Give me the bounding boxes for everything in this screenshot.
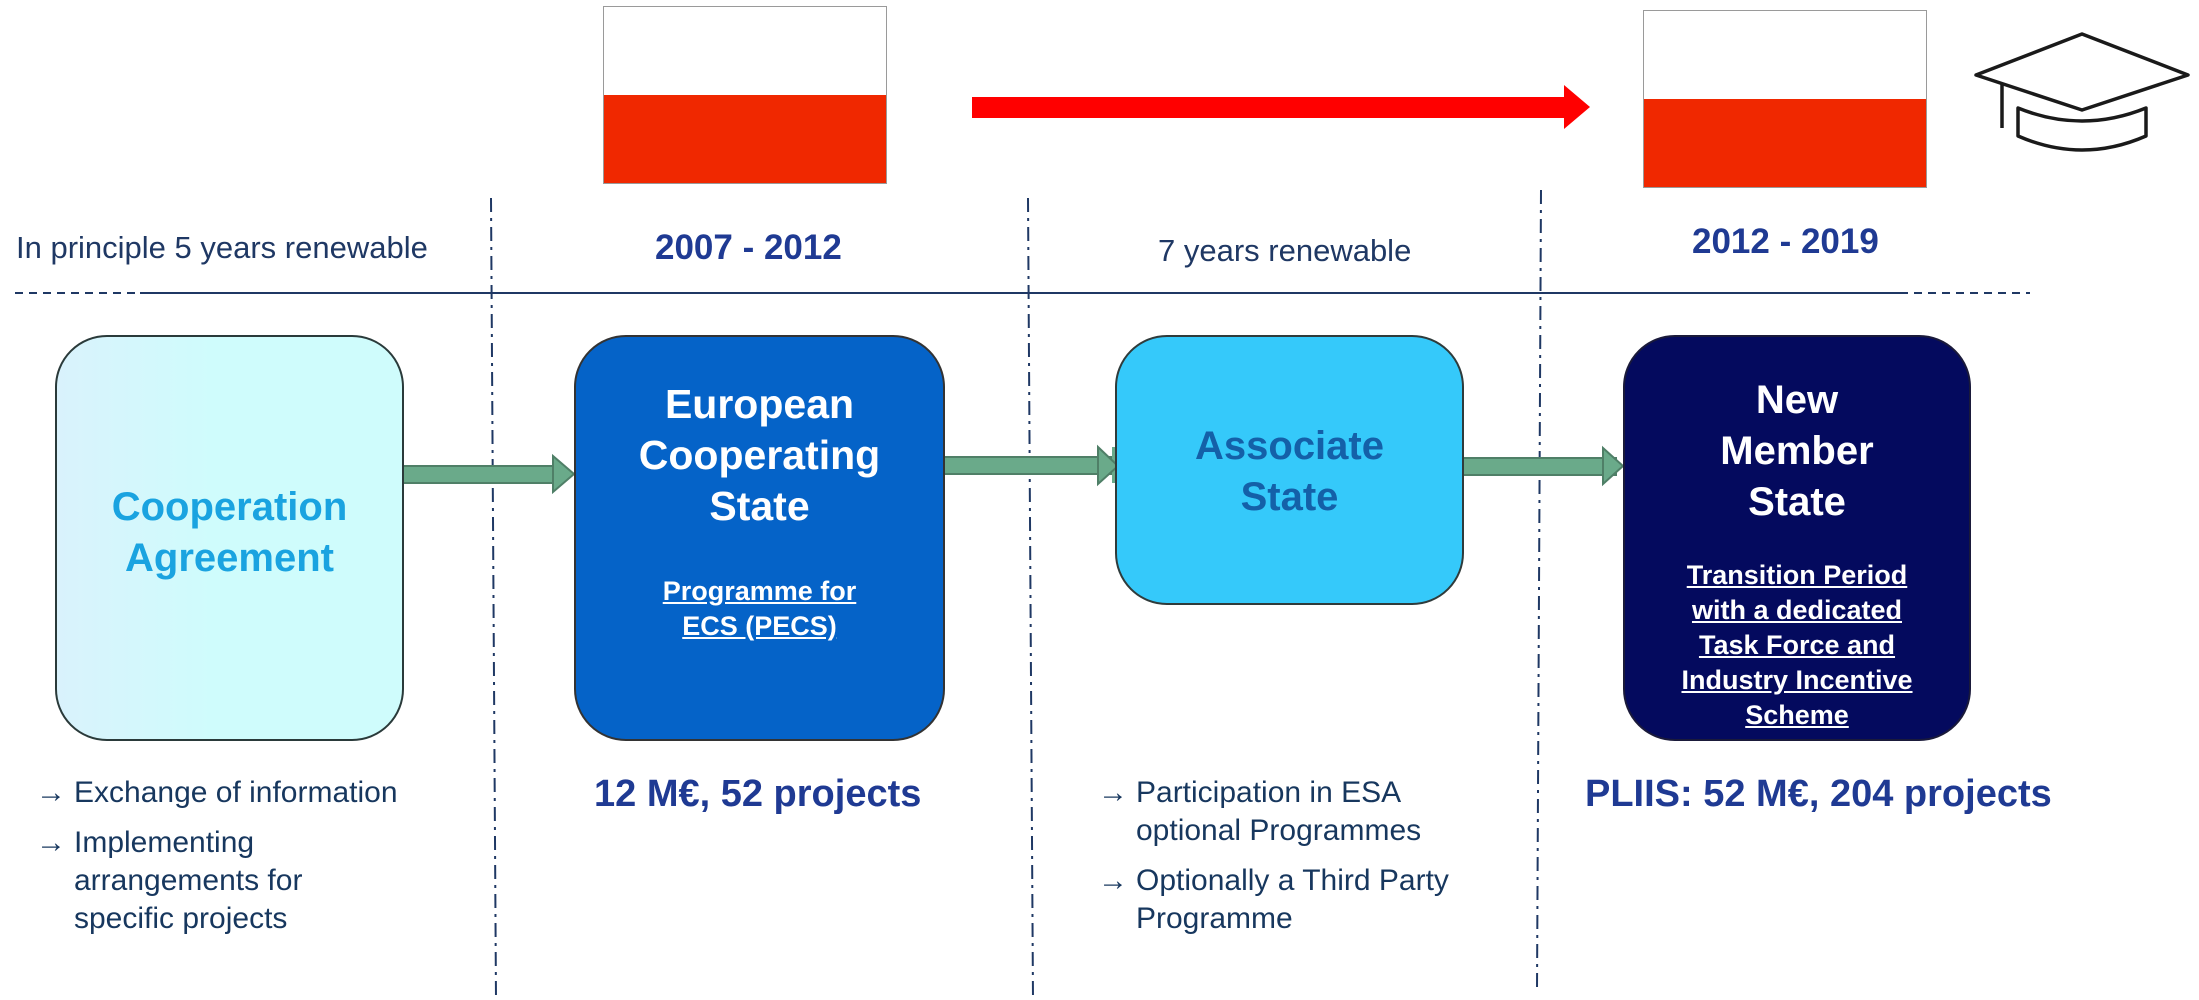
- list-item: → Implementing arrangements for specific…: [36, 824, 456, 938]
- arrow-bullet-icon: →: [1098, 776, 1128, 809]
- list-item: → Optionally a Third Party Programme: [1098, 862, 1518, 938]
- stage-title: Associate State: [1195, 424, 1384, 519]
- stage-subtitle-link[interactable]: Transition Period with a dedicated Task …: [1681, 560, 1913, 730]
- notes-col3: → Participation in ESA optional Programm…: [1098, 774, 1518, 950]
- connector-arrow-2: [943, 444, 1120, 487]
- column-separator-1: [490, 197, 497, 1000]
- note-text: Optionally a Third Party Programme: [1136, 864, 1449, 935]
- stage-subtitle-link[interactable]: Programme for ECS (PECS): [662, 576, 857, 641]
- column-separator-3: [1536, 189, 1542, 991]
- arrow-bullet-icon: →: [1098, 864, 1128, 897]
- column-separator-2: [1027, 197, 1034, 1000]
- header-col1: In principle 5 years renewable: [16, 230, 428, 265]
- stage-title: Cooperation Agreement: [111, 485, 348, 580]
- flag-icon: [1643, 10, 1927, 188]
- list-item: → Exchange of information: [36, 774, 456, 812]
- notes-col1: → Exchange of information → Implementing…: [36, 774, 456, 950]
- note-text: Exchange of information: [74, 776, 398, 809]
- arrow-bullet-icon: →: [36, 826, 66, 859]
- header-col3: 7 years renewable: [1158, 233, 1412, 268]
- flag-icon: [603, 6, 887, 184]
- graduation-cap-icon: [1974, 32, 2190, 152]
- stage-european-cooperating-state: European Cooperating State Programme for…: [574, 335, 945, 741]
- arrow-bullet-icon: →: [36, 776, 66, 809]
- connector-arrow-1: [402, 453, 576, 495]
- note-text: Participation in ESA optional Programmes: [1136, 776, 1422, 847]
- red-arrow-icon: [972, 85, 1590, 129]
- header-col2: 2007 - 2012: [655, 228, 842, 267]
- header-col4: 2012 - 2019: [1692, 222, 1879, 261]
- stage-associate-state: Associate State: [1115, 335, 1464, 605]
- ecs-figure: 12 M€, 52 projects: [594, 773, 922, 815]
- stage-new-member-state: New Member State Transition Period with …: [1623, 335, 1971, 741]
- note-text: Implementing arrangements for specific p…: [74, 826, 303, 935]
- connector-arrow-3: [1461, 445, 1625, 487]
- stage-cooperation-agreement: Cooperation Agreement: [55, 335, 404, 741]
- list-item: → Participation in ESA optional Programm…: [1098, 774, 1518, 850]
- stage-title: European Cooperating State: [638, 381, 881, 529]
- stage-title: New Member State: [1720, 378, 1874, 524]
- pliis-figure: PLIIS: 52 M€, 204 projects: [1585, 773, 2052, 815]
